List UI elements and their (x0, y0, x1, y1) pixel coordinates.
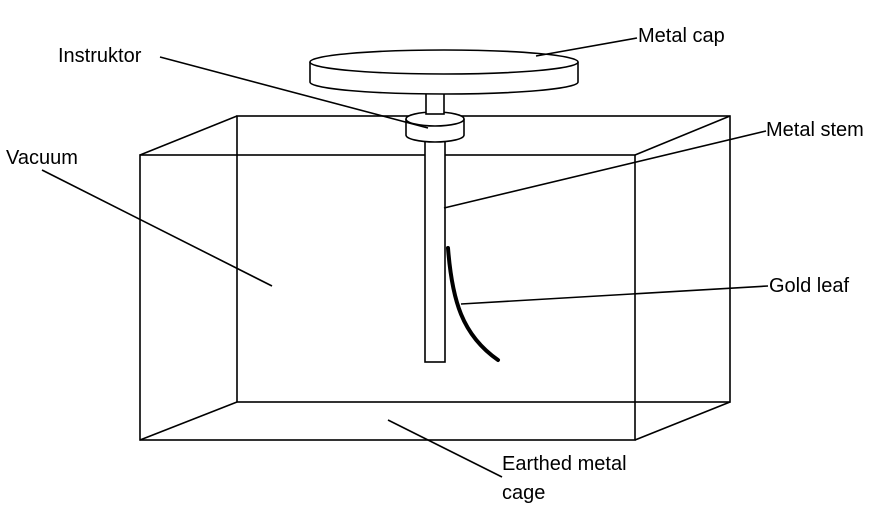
label-metal-stem: Metal stem (766, 119, 864, 141)
label-vacuum: Vacuum (6, 147, 78, 169)
cage-edge-top-right (634, 115, 731, 156)
leader-instruktor (159, 56, 429, 129)
cage-edge-top-left (139, 115, 238, 156)
label-earthed-line2: cage (502, 482, 546, 504)
cage-front-face (139, 154, 636, 441)
cage-edge-bottom-right (634, 401, 731, 441)
label-gold-leaf: Gold leaf (769, 275, 850, 297)
metal-stem (424, 129, 446, 363)
leader-metal-cap (535, 37, 638, 57)
metal-cap (309, 49, 579, 95)
insulator (405, 111, 465, 143)
label-instruktor: Instruktor (58, 45, 142, 67)
label-earthed-metal-cage: Earthed metal cage (502, 450, 627, 508)
gold-leaf (446, 246, 500, 362)
leader-metal-stem (443, 130, 767, 209)
cage-edge-bottom-left (139, 401, 238, 441)
leader-earthed (387, 419, 503, 478)
leader-gold-leaf (460, 285, 769, 305)
earthed-metal-cage (139, 115, 731, 441)
leader-vacuum (41, 169, 273, 287)
label-metal-cap: Metal cap (638, 25, 725, 47)
label-earthed-line1: Earthed metal (502, 453, 627, 475)
cage-back-face (236, 115, 731, 403)
